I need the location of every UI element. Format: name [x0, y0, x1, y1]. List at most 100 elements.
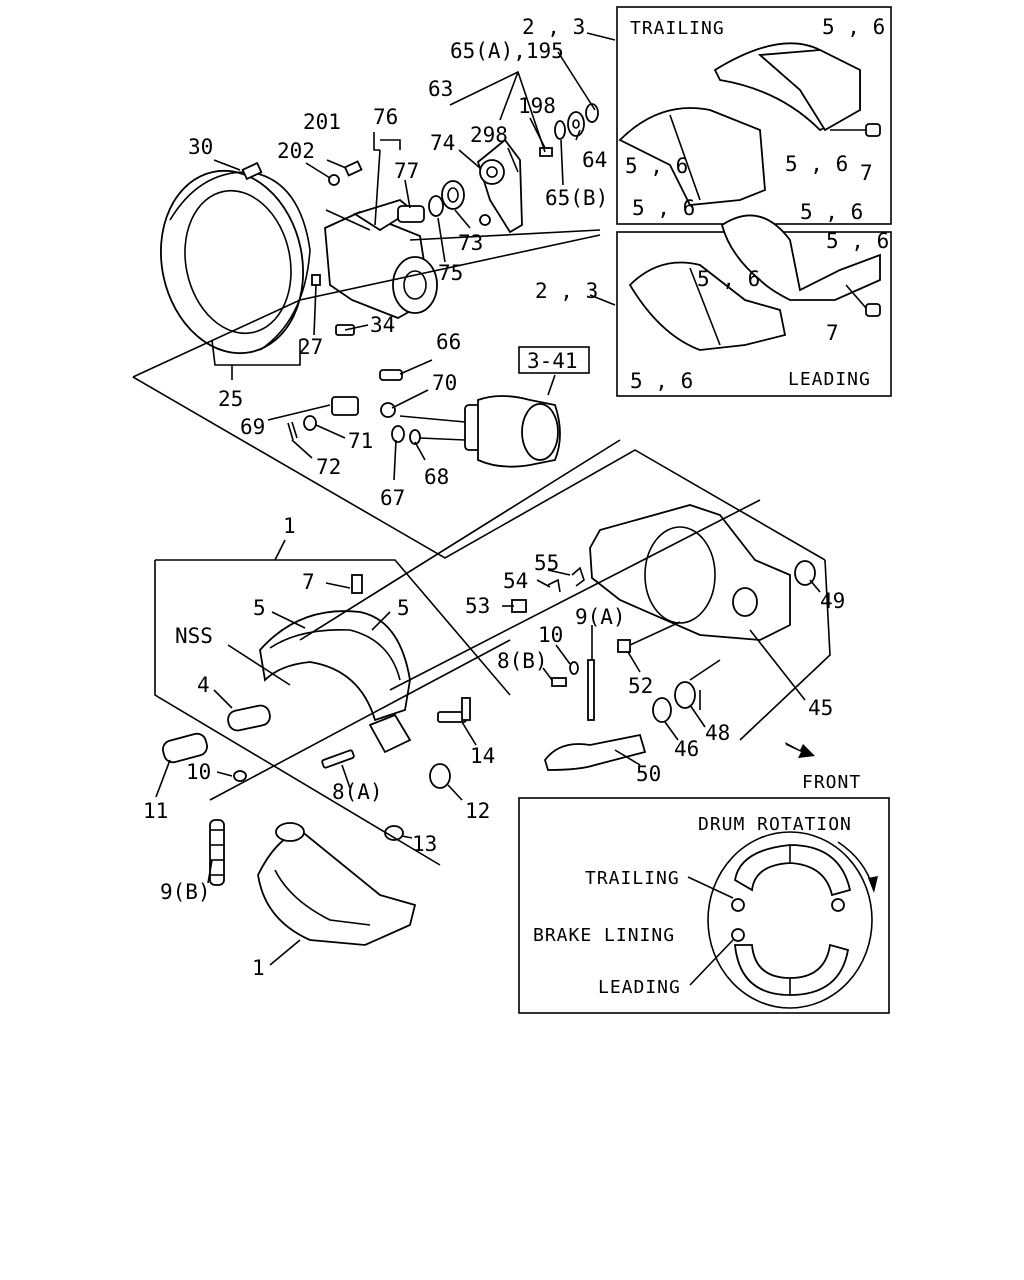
callout-27: 27 [298, 335, 323, 359]
plug-27 [311, 274, 321, 286]
nut-70 [380, 402, 396, 418]
callout-50: 50 [636, 762, 661, 786]
callout-49: 49 [820, 589, 845, 613]
anchor-pin-14 [437, 697, 471, 723]
callout-72: 72 [316, 455, 341, 479]
pin-66 [379, 369, 403, 381]
inset-leading-label-4: 5 , 6 [630, 369, 693, 393]
callout-201: 201 [303, 110, 341, 134]
clip-10-left [233, 770, 247, 782]
camshaft [544, 681, 696, 771]
callout-45: 45 [808, 696, 833, 720]
spring-9a [587, 659, 595, 721]
inset-leading-label-2: 5 , 6 [826, 229, 889, 253]
callout-54: 54 [503, 569, 528, 593]
callout-53: 53 [465, 594, 490, 618]
inset-leading-callout: 2 , 3 [535, 279, 598, 303]
callout-2-3-top: 2 , 3 [522, 15, 585, 39]
callout-73: 73 [458, 231, 483, 255]
callout-14: 14 [470, 744, 495, 768]
pin-8b [551, 677, 567, 687]
bolt-198 [539, 147, 553, 157]
drum-rotation-leading: LEADING [598, 977, 681, 998]
callout-25: 25 [218, 387, 243, 411]
callout-12: 12 [465, 799, 490, 823]
bush-12 [429, 763, 451, 789]
callout-71: 71 [348, 429, 373, 453]
reference-box-label: 3-41 [527, 349, 578, 373]
drum-rotation-box [518, 797, 890, 1014]
callout-70: 70 [432, 371, 457, 395]
clip-10-right [569, 661, 579, 675]
callout-10-right: 10 [538, 623, 563, 647]
inset-leading-title: LEADING [788, 369, 871, 390]
drum-rotation-brake-lining: BRAKE LINING [533, 925, 675, 946]
labels: 2 , 3 65(A),195 63 198 298 76 74 201 30 … [143, 15, 889, 998]
spring-9b [209, 819, 225, 886]
bolt-53 [511, 599, 527, 613]
clevis-69 [331, 396, 359, 416]
callout-63: 63 [428, 77, 453, 101]
callout-1-top: 1 [283, 514, 296, 538]
callout-30: 30 [188, 135, 213, 159]
callout-75: 75 [438, 261, 463, 285]
inset-leading-label-1: 5 , 6 [800, 200, 863, 224]
inset-trailing-label-2: 5 , 6 [625, 154, 688, 178]
callout-65b: 65(B) [545, 186, 608, 210]
clip-55 [571, 566, 585, 587]
callout-10-left: 10 [186, 760, 211, 784]
callout-64: 64 [582, 148, 607, 172]
slack-adjuster [476, 138, 523, 234]
callout-52: 52 [628, 674, 653, 698]
inset-trailing-label-4: 5 , 6 [632, 196, 695, 220]
camshaft-bracket [324, 198, 438, 319]
washer-68 [409, 429, 421, 445]
cotter-pin-72 [287, 421, 298, 441]
pin-8a [321, 749, 355, 769]
bush-73 [441, 180, 465, 210]
inset-trailing-title: TRAILING [630, 18, 725, 39]
backing-plate [160, 169, 311, 355]
brake-shoe-upper [259, 574, 412, 754]
callout-76: 76 [373, 105, 398, 129]
drum-rotation-trailing: TRAILING [585, 868, 680, 889]
brake-spider [589, 504, 816, 641]
washer-64 [567, 111, 585, 137]
callout-48: 48 [705, 721, 730, 745]
callout-65a-195: 65(A),195 [450, 39, 564, 63]
washer-71 [303, 415, 317, 431]
callout-66: 66 [436, 330, 461, 354]
callout-46: 46 [674, 737, 699, 761]
reference-box-3-41: 3-41 [518, 346, 590, 374]
roller-pin-11 [162, 732, 208, 764]
grease-fitting-202 [328, 174, 340, 186]
inset-trailing-label-3: 5 , 6 [785, 152, 848, 176]
callout-9b: 9(B) [160, 880, 211, 904]
callout-11: 11 [143, 799, 168, 823]
callout-front: FRONT [802, 772, 861, 793]
callout-55: 55 [534, 551, 559, 575]
inset-trailing-label-1: 5 , 6 [822, 15, 885, 39]
callout-198: 198 [518, 94, 556, 118]
clip-54 [547, 578, 561, 593]
seal-75 [428, 195, 444, 217]
callout-8a: 8(A) [332, 780, 383, 804]
bolt-30 [241, 161, 263, 181]
callout-8b: 8(B) [497, 649, 548, 673]
bolt-201 [343, 160, 363, 177]
callout-7-mid: 7 [302, 570, 315, 594]
bolt-52 [617, 621, 681, 653]
inset-leading-label-7: 7 [826, 321, 839, 345]
callout-77: 77 [394, 159, 419, 183]
inset-leading-label-3: 5 , 6 [697, 267, 760, 291]
callout-67: 67 [380, 486, 405, 510]
washer-67 [391, 425, 405, 443]
callout-13: 13 [412, 832, 437, 856]
leader-lines [132, 32, 831, 966]
inset-trailing-label-7: 7 [860, 161, 873, 185]
front-arrow-icon [785, 742, 815, 758]
callout-5-right: 5 [397, 596, 410, 620]
inset-leading [616, 214, 892, 397]
callout-5-left: 5 [253, 596, 266, 620]
